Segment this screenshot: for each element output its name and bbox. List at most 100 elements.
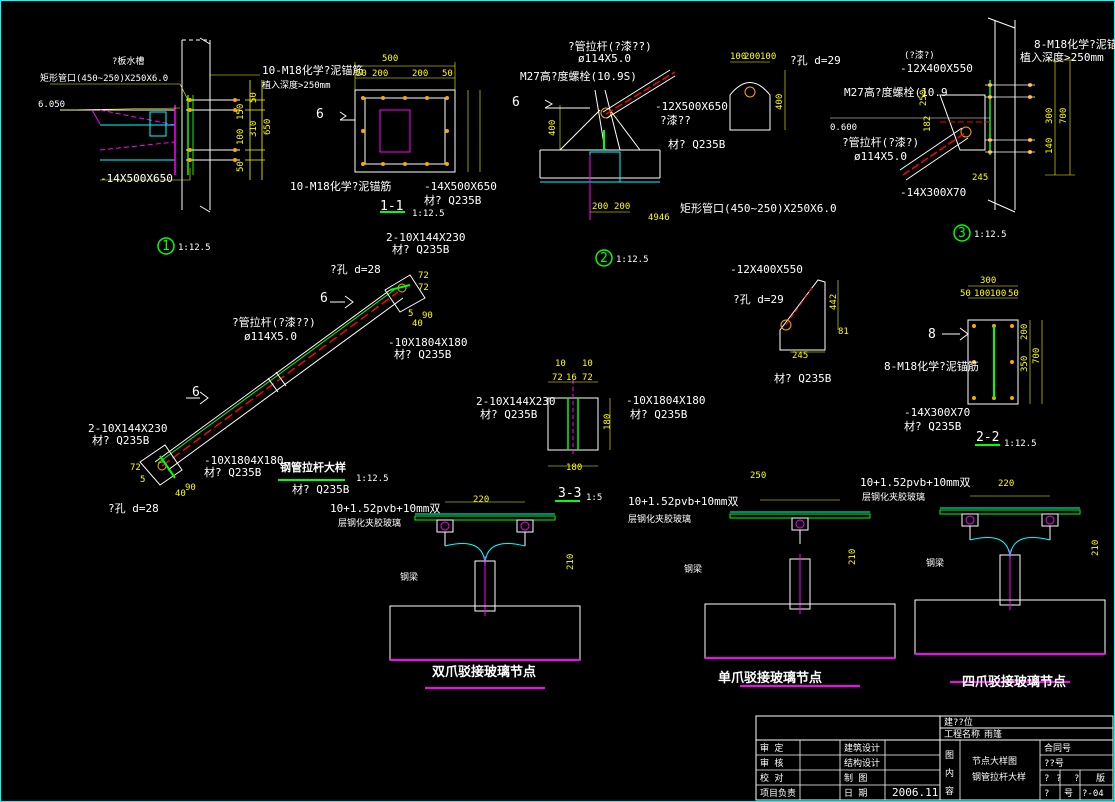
tb-sheet-1: 号: [1064, 788, 1073, 799]
tb-row0-a: 审 定: [760, 742, 783, 754]
s11-note-0: 10-M18化学?泥锚筋: [290, 179, 391, 193]
rod-note-5: -10X1804X180: [388, 336, 467, 349]
n3-beam: 钢梁: [926, 557, 944, 569]
tb-sheet-2: ?-04: [1082, 789, 1104, 799]
tb-tag-1: ?: [1056, 774, 1061, 784]
n2-glass-0: 10+1.52pvb+10mm双: [628, 495, 738, 508]
s22-dim-6: 350: [1020, 356, 1030, 372]
tb-content-1: 钢管拉杆大样: [972, 771, 1026, 783]
n1-glass-1: 层钢化夹胶玻璃: [338, 517, 401, 529]
s22-dim-2: 100: [974, 289, 990, 299]
d1-note-2: 10-M18化学?泥锚筋: [262, 63, 363, 77]
s11-note-1: -14X500X650: [424, 180, 497, 193]
d3-dim-0: 700: [1059, 108, 1069, 124]
d1-dim-3: 150: [236, 104, 246, 120]
s33-note-1: 材? Q235B: [480, 407, 538, 421]
s11-dim-4: 50: [442, 69, 453, 79]
d2-note-6: 矩形管口(450~250)X250X6.0: [680, 201, 837, 215]
d3-scale: 1:12.5: [974, 230, 1007, 240]
tb-tag-2: ?: [1074, 774, 1079, 784]
rod-dim-1: 5: [408, 309, 413, 319]
n1-beam: 钢梁: [400, 571, 418, 583]
rod-material: 材? Q235B: [292, 482, 350, 496]
s33-dim-4: 72: [582, 373, 593, 383]
detail-3: [830, 17, 1075, 242]
d3-num: 3: [958, 226, 966, 241]
s11-title: 1-1: [380, 199, 403, 214]
tb-project: 雨篷: [984, 728, 1002, 740]
pb-note-2: 材? Q235B: [774, 371, 832, 385]
n3-dim-0: 220: [998, 479, 1014, 489]
tb-row1-b: 结构设计: [844, 757, 880, 769]
d1-num: 1: [162, 239, 170, 254]
pa-dim-0: 100: [730, 52, 746, 62]
rod-note-10: 材? Q235B: [204, 465, 262, 479]
d3-level: 0.600: [830, 123, 857, 133]
d3-note-6: ø114X5.0: [854, 150, 907, 163]
s33-dim-0: 10: [555, 359, 566, 369]
d3-dim-1: 300: [1045, 108, 1055, 124]
steel-rod: [139, 274, 426, 486]
d3-dim-5: 245: [972, 173, 988, 183]
rod-dim-4: 72: [418, 283, 429, 293]
s33-dim-6: 180: [603, 414, 613, 430]
section-2-2: [942, 285, 1043, 446]
plate-b: [779, 279, 839, 353]
n1-dim-1: 210: [566, 554, 576, 570]
d2-dim-2: 200: [614, 202, 630, 212]
n2-dim-1: 210: [848, 549, 858, 565]
tb-unit: 建??位: [944, 716, 973, 728]
d3-note-5: ?管拉杆(?漆?): [842, 135, 919, 149]
node3-bolt-0: [965, 515, 975, 525]
d1-note-1: 矩形管口(450~250)X250X6.0: [40, 72, 168, 84]
s33-dim-2: 72: [552, 373, 563, 383]
n1-title: 双爪驳接玻璃节点: [432, 664, 536, 680]
detail-1: [50, 37, 265, 255]
pb-dim-0: 442: [829, 294, 839, 310]
s22-note-2: 材? Q235B: [904, 419, 962, 433]
n3-glass-1: 层钢化夹胶玻璃: [862, 491, 925, 503]
tb-row3-b: 日 期: [844, 788, 867, 799]
d2-dim-0: 400: [548, 120, 558, 136]
s33-note-0: 2-10X144X230: [476, 395, 555, 408]
rod-note-6: 材? Q235B: [394, 347, 452, 361]
rod-note-0: 2-10X144X230: [386, 231, 465, 244]
n2-title: 单爪驳接玻璃节点: [718, 670, 822, 686]
d2-marker: 6: [512, 95, 520, 110]
rod-note-3: ?管拉杆(?漆??): [232, 315, 316, 329]
tb-contract-label: 合同号: [1044, 742, 1071, 754]
s11-dim-2: 200: [372, 69, 388, 79]
tb-content-label-0: 图: [945, 750, 954, 761]
title-block: [755, 715, 1114, 801]
d1-dim-5: 50: [236, 161, 246, 172]
n2-dim-0: 250: [750, 471, 766, 481]
d2-num: 2: [600, 251, 608, 266]
d3-note-3: 植入深度>250mm: [1020, 50, 1104, 64]
pa-dim-1: 200: [744, 52, 760, 62]
s22-dim-5: 200: [1020, 324, 1030, 340]
section-3-3: [547, 380, 611, 502]
pa-note: ?孔 d=29: [790, 54, 841, 67]
tb-content-label-2: 容: [945, 785, 954, 797]
rod-note-7: 2-10X144X230: [88, 422, 167, 435]
detail-2: [539, 69, 676, 267]
rod-dim-8: 90: [185, 483, 196, 493]
rod-dim-7: 40: [175, 489, 186, 499]
tb-tag-3: 版: [1096, 772, 1105, 784]
d3-note-0: (?漆?): [904, 49, 935, 61]
tb-row1-a: 审 核: [760, 757, 783, 769]
node3-glass-panel: [939, 509, 1081, 515]
node1-bolt-1: [520, 521, 530, 531]
s22-dim-3: 100: [990, 289, 1006, 299]
d2-dim-3: 4946: [648, 213, 670, 223]
tb-row0-b: 建筑设计: [844, 742, 880, 754]
d2-scale: 1:12.5: [616, 255, 649, 265]
rod-note-2: ?孔 d=28: [330, 263, 381, 276]
node1-bolt-0: [440, 521, 450, 531]
tb-project-label: 工程名称: [944, 728, 980, 740]
s22-dim-4: 50: [1008, 289, 1019, 299]
pa-dim-3: 400: [775, 94, 785, 110]
s22-dim-1: 50: [960, 289, 971, 299]
plate-a: [729, 61, 786, 131]
